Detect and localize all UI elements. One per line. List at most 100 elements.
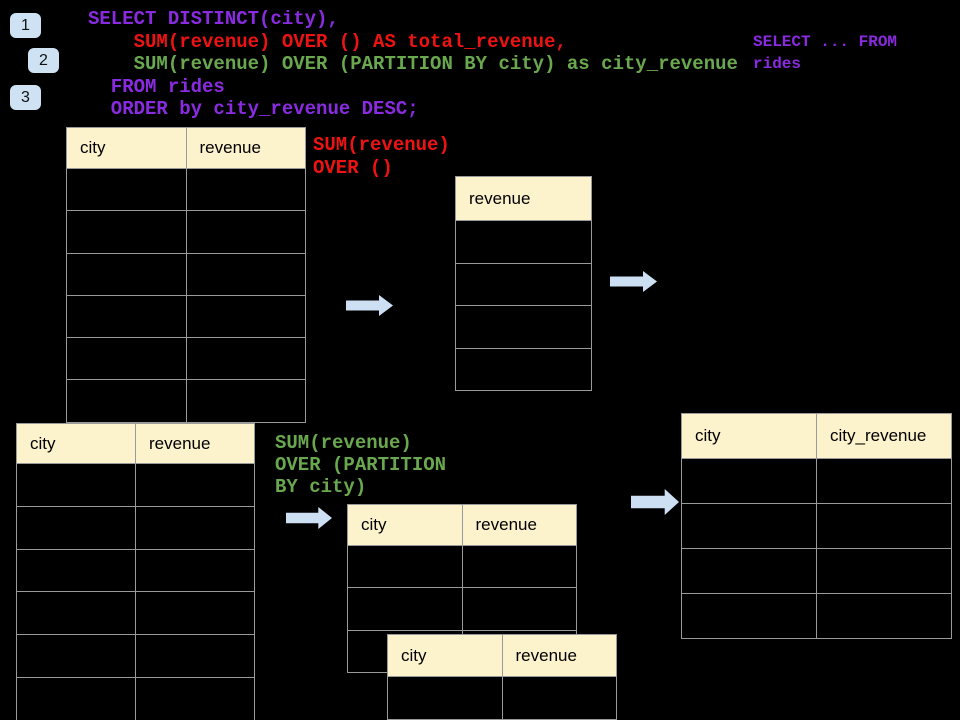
empty-cell bbox=[816, 458, 952, 504]
header-row: revenue bbox=[455, 176, 592, 221]
column-header: city_revenue bbox=[816, 413, 952, 459]
column-header: city bbox=[66, 127, 187, 169]
empty-cell bbox=[16, 548, 136, 593]
empty-cell bbox=[387, 676, 503, 720]
table-row bbox=[66, 167, 306, 212]
table-row bbox=[347, 587, 577, 631]
empty-cell bbox=[816, 503, 952, 549]
empty-cell bbox=[455, 347, 592, 391]
table-row bbox=[387, 676, 617, 720]
code-line: ORDER by city_revenue DESC; bbox=[88, 98, 419, 120]
column-header: city bbox=[347, 504, 463, 546]
column-header: revenue bbox=[135, 423, 255, 464]
column-header: revenue bbox=[501, 634, 617, 677]
empty-cell bbox=[185, 379, 306, 423]
empty-cell bbox=[66, 252, 187, 296]
table-row bbox=[681, 593, 952, 639]
table-row bbox=[66, 337, 306, 381]
table-row bbox=[455, 347, 592, 391]
table-row bbox=[347, 544, 577, 589]
code-line: OVER (PARTITION bbox=[275, 454, 447, 476]
arrow-right-icon bbox=[346, 295, 393, 316]
table-row bbox=[455, 220, 592, 264]
total-revenue-annotation: SUM(revenue)OVER () bbox=[313, 134, 450, 179]
table-row bbox=[16, 505, 255, 550]
table-row bbox=[455, 262, 592, 306]
step-badge-3: 3 bbox=[10, 85, 41, 110]
empty-cell bbox=[455, 262, 592, 306]
sql-query-code: SELECT DISTINCT(city), SUM(revenue) OVER… bbox=[88, 8, 738, 121]
empty-cell bbox=[185, 167, 306, 212]
total-revenue-result-table: revenue bbox=[455, 176, 592, 391]
code-line: FROM rides bbox=[88, 75, 225, 98]
empty-cell bbox=[185, 252, 306, 296]
empty-cell bbox=[66, 294, 187, 339]
empty-cell bbox=[135, 634, 255, 678]
empty-cell bbox=[681, 458, 817, 504]
arrow-right-icon bbox=[286, 507, 332, 529]
empty-cell bbox=[681, 593, 817, 639]
step-badge-2: 2 bbox=[28, 48, 59, 73]
empty-cell bbox=[135, 548, 255, 593]
empty-cell bbox=[16, 591, 136, 636]
empty-cell bbox=[347, 544, 463, 589]
table-row bbox=[16, 548, 255, 593]
column-header: revenue bbox=[455, 176, 592, 221]
empty-cell bbox=[66, 379, 187, 423]
table-row bbox=[455, 305, 592, 349]
code-line: SUM(revenue) bbox=[313, 134, 450, 156]
table-row bbox=[681, 503, 952, 549]
table-row bbox=[16, 634, 255, 678]
empty-cell bbox=[455, 220, 592, 264]
code-line: BY city) bbox=[275, 476, 367, 498]
arrow-right-icon bbox=[610, 271, 657, 292]
step-badge-1: 1 bbox=[10, 13, 41, 38]
empty-cell bbox=[185, 294, 306, 339]
empty-cell bbox=[681, 548, 817, 594]
empty-cell bbox=[66, 210, 187, 254]
empty-cell bbox=[16, 634, 136, 678]
empty-cell bbox=[135, 505, 255, 550]
empty-cell bbox=[816, 593, 952, 639]
empty-cell bbox=[66, 337, 187, 381]
table-row bbox=[66, 294, 306, 339]
column-header: revenue bbox=[185, 127, 306, 169]
empty-cell bbox=[16, 505, 136, 550]
table-row bbox=[66, 379, 306, 423]
code-line: SUM(revenue) bbox=[275, 432, 412, 454]
column-header: city bbox=[681, 413, 817, 459]
empty-cell bbox=[185, 210, 306, 254]
table-row bbox=[16, 463, 255, 507]
empty-cell bbox=[816, 548, 952, 594]
table-row bbox=[681, 548, 952, 594]
empty-cell bbox=[681, 503, 817, 549]
empty-cell bbox=[66, 167, 187, 212]
column-header: revenue bbox=[461, 504, 577, 546]
empty-cell bbox=[185, 337, 306, 381]
table-row bbox=[66, 252, 306, 296]
empty-cell bbox=[455, 305, 592, 349]
empty-cell bbox=[16, 463, 136, 507]
empty-cell bbox=[135, 463, 255, 507]
arrow-right-icon bbox=[631, 489, 679, 515]
empty-cell bbox=[461, 587, 577, 631]
empty-cell bbox=[347, 587, 463, 631]
code-line: SUM(revenue) OVER () AS total_revenue, bbox=[88, 30, 567, 53]
code-line: rides bbox=[753, 55, 802, 73]
empty-cell bbox=[501, 676, 617, 720]
empty-cell bbox=[135, 676, 255, 720]
